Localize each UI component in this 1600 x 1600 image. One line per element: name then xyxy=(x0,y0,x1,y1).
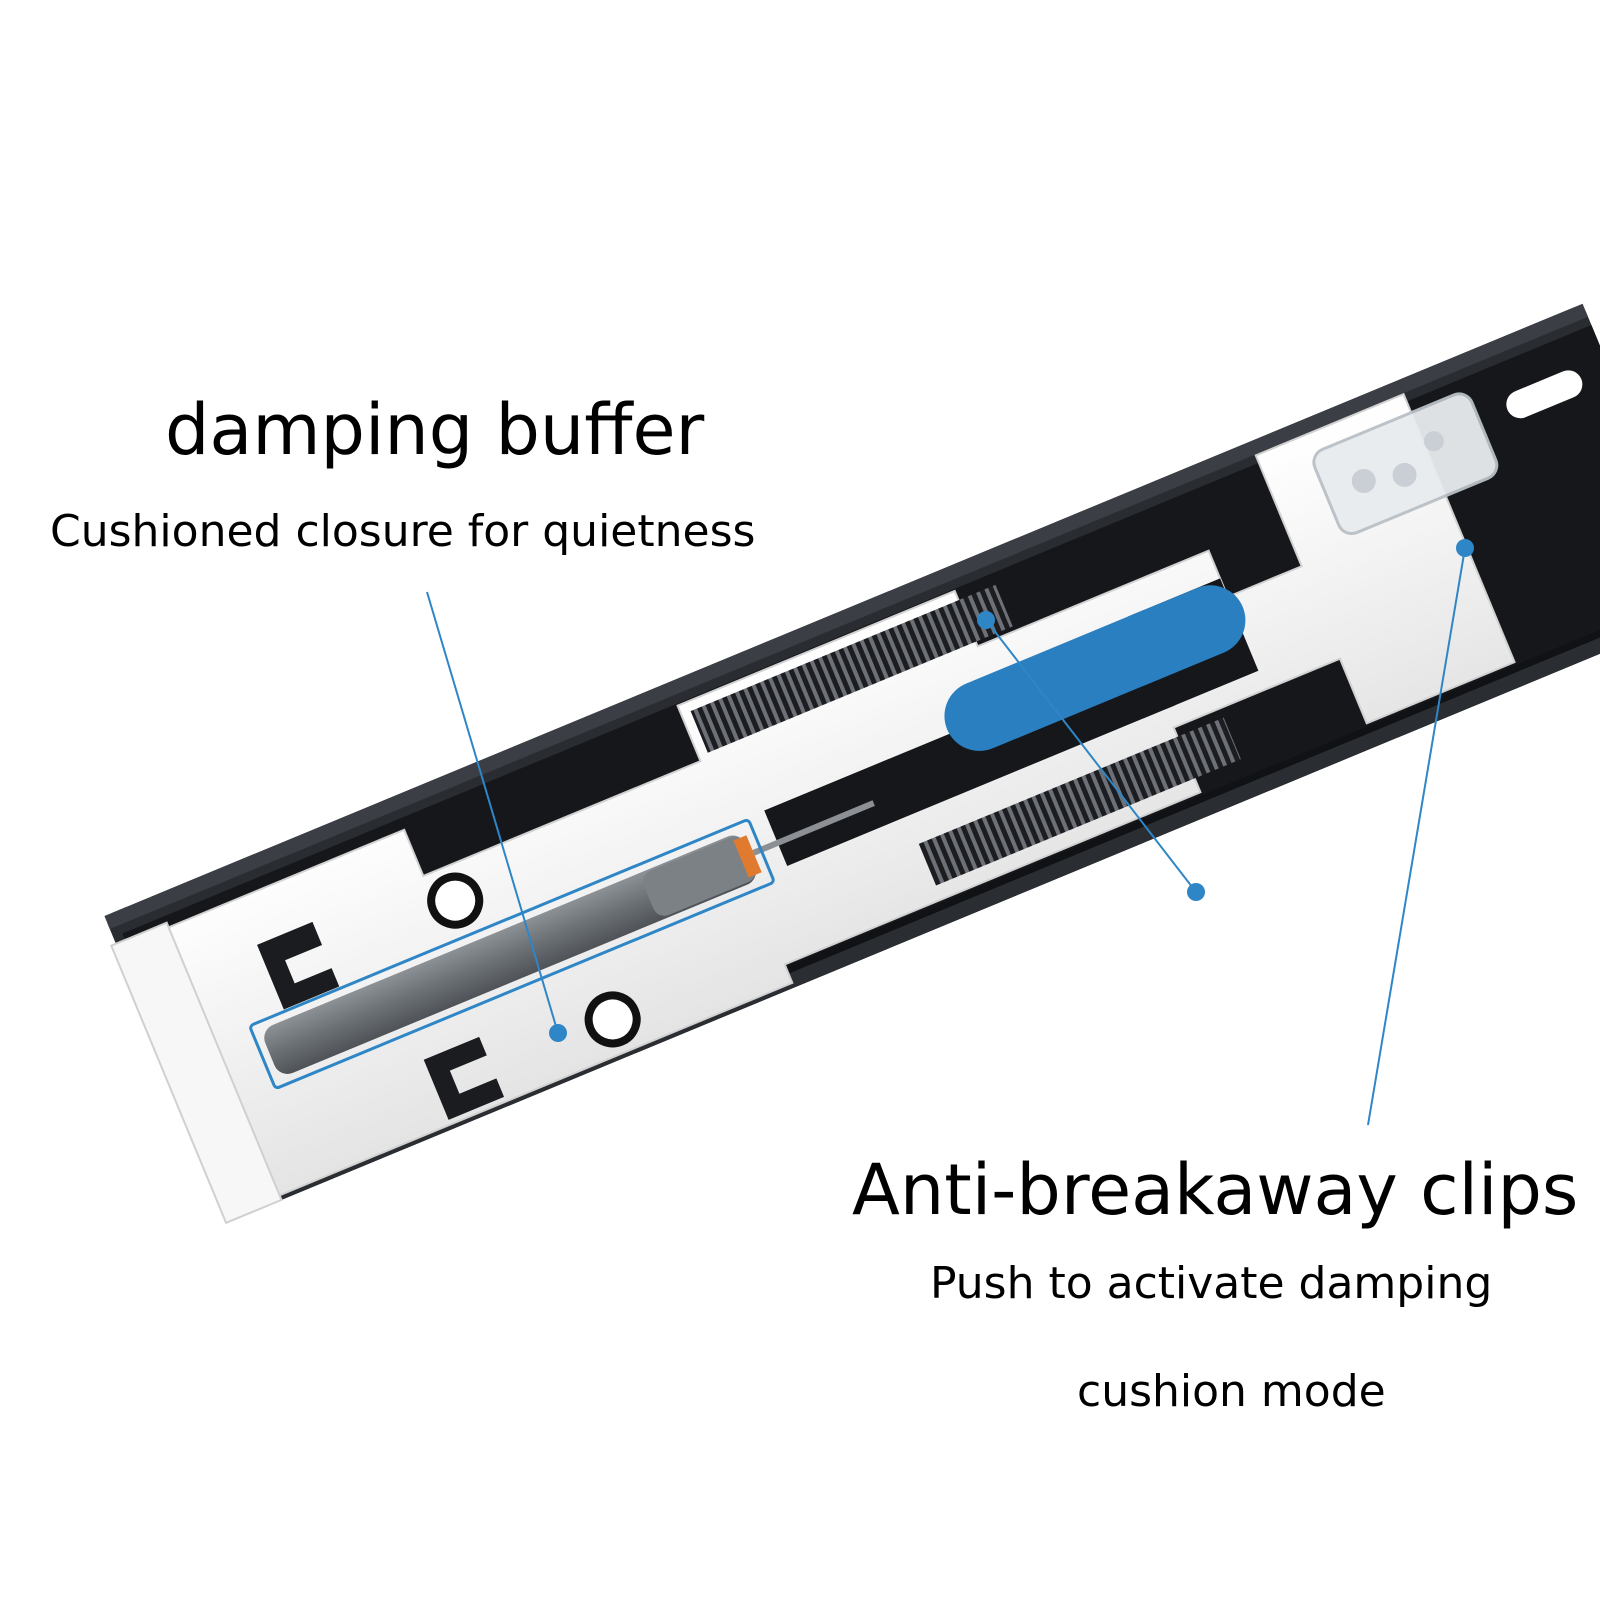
upper-spring xyxy=(690,584,1013,753)
anti-breakaway-description-line2: cushion mode xyxy=(1077,1366,1386,1417)
callout-marker-icon xyxy=(549,1024,567,1042)
damping-buffer-description: Cushioned closure for quietness xyxy=(50,506,756,557)
lower-spring xyxy=(918,717,1241,886)
callout-marker-icon xyxy=(1187,883,1205,901)
callout-leaders xyxy=(426,539,1474,1126)
damper-cylinder xyxy=(249,800,875,1089)
callout-marker-icon xyxy=(1456,539,1474,557)
damping-buffer-title: damping buffer xyxy=(165,389,705,471)
callout-marker-icon xyxy=(977,611,995,629)
mounting-hole xyxy=(584,991,641,1048)
anti-breakaway-description-line1: Push to activate damping xyxy=(930,1258,1493,1309)
mounting-hole xyxy=(427,872,484,929)
anti-breakaway-clip xyxy=(1312,392,1499,536)
anti-breakaway-title: Anti-breakaway clips xyxy=(852,1149,1579,1231)
blue-slider-pad xyxy=(944,585,1246,751)
